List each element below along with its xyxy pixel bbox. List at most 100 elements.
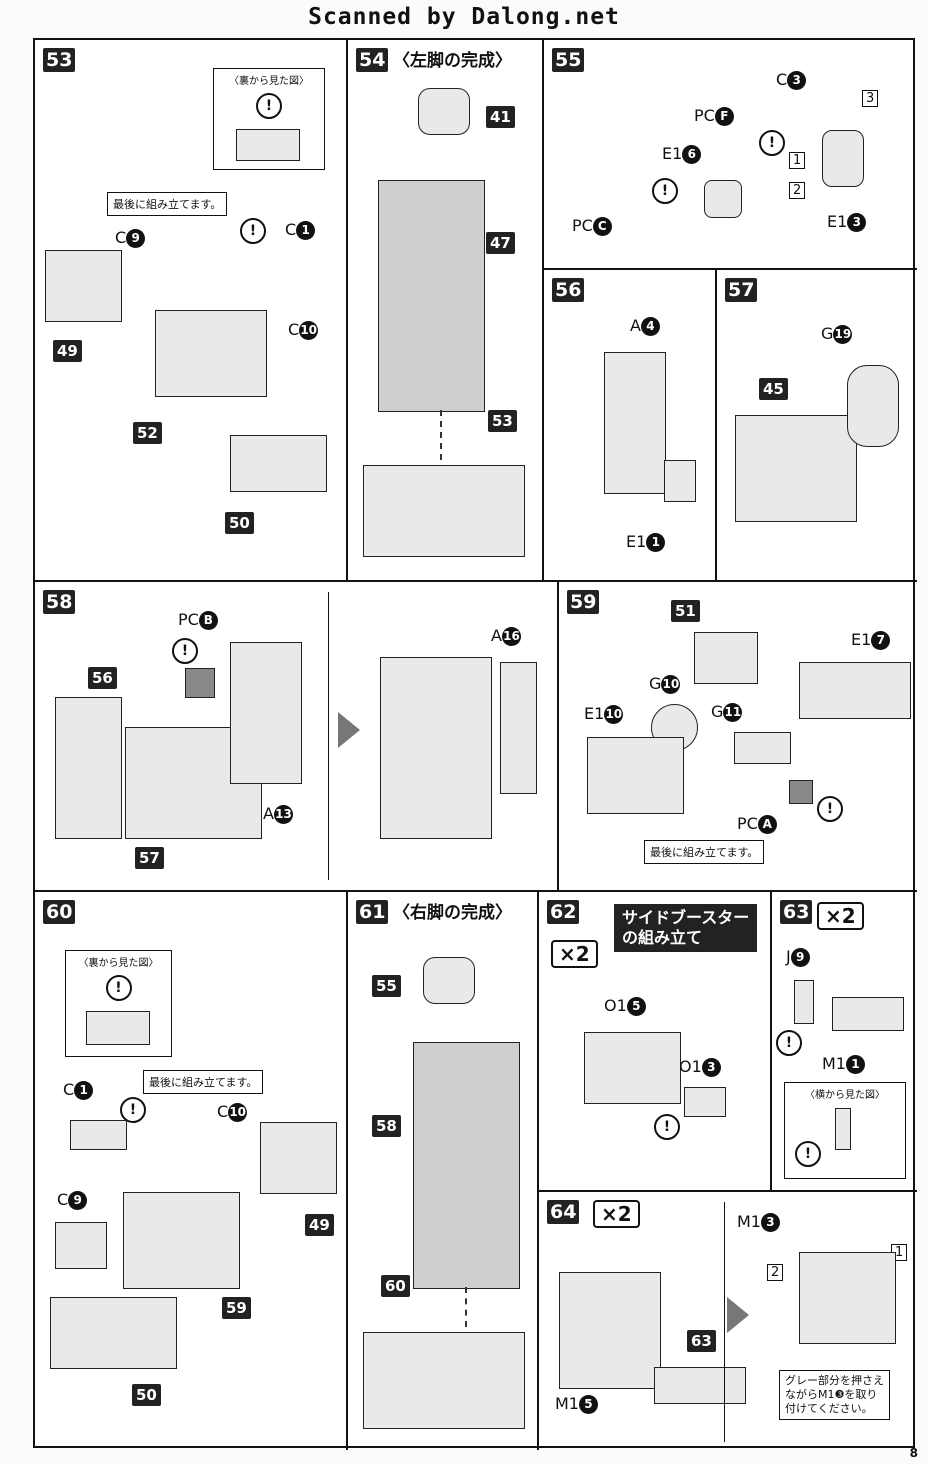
part-50: 50 [132, 1384, 161, 1406]
step-number: 55 [552, 48, 585, 72]
warning-icon: ! [172, 638, 198, 664]
label-a13: A13 [263, 804, 293, 824]
part-59: 59 [222, 1297, 251, 1319]
part-illustration [832, 997, 904, 1031]
step-number: 64 [547, 1200, 580, 1224]
part-illustration [70, 1120, 127, 1150]
part-illustration [500, 662, 537, 794]
warning-icon: ! [240, 218, 266, 244]
divider [328, 592, 329, 880]
view-label: 〈横から見た図〉 [805, 1090, 885, 1101]
step-61-panel: 61 〈右脚の完成〉 55 58 60 [348, 892, 539, 1450]
part-illustration [423, 957, 475, 1004]
part-illustration [230, 642, 302, 784]
part-illustration [584, 1032, 681, 1104]
order-marker-2: 2 [789, 182, 806, 199]
rear-view-box: 〈裏から見た図〉 ! [65, 950, 172, 1057]
warning-icon: ! [795, 1141, 821, 1167]
part-illustration [418, 88, 470, 135]
rear-view-box: 〈裏から見た図〉 ! [213, 68, 325, 170]
part-49: 49 [305, 1214, 334, 1236]
warning-icon: ! [654, 1114, 680, 1140]
part-illustration [587, 737, 684, 814]
part-illustration [260, 1122, 337, 1194]
assembly-note: グレー部分を押さえ ながらM1❸を取り 付けてください。 [779, 1370, 890, 1420]
part-illustration [86, 1011, 150, 1045]
step-number: 58 [43, 590, 76, 614]
step-number: 53 [43, 48, 76, 72]
label-e110: E110 [584, 704, 624, 724]
assembly-note: 最後に組み立てます。 [143, 1070, 264, 1094]
result-arrow-icon [727, 1297, 749, 1333]
assembly-note: 最後に組み立てます。 [644, 840, 765, 864]
step-number: 57 [725, 278, 758, 302]
quantity-badge: ×2 [551, 940, 598, 968]
part-53: 53 [488, 410, 517, 432]
part-57: 57 [135, 847, 164, 869]
part-illustration [664, 460, 696, 502]
part-illustration [155, 310, 267, 397]
divider [724, 1202, 725, 1442]
label-a16: A16 [491, 626, 521, 646]
part-illustration [236, 129, 300, 161]
part-illustration [380, 657, 492, 839]
section-banner: サイドブースター の組み立て [614, 904, 758, 952]
part-illustration [694, 632, 758, 684]
label-g11: G11 [711, 702, 743, 722]
part-illustration [684, 1087, 726, 1117]
scanner-credit: Scanned by Dalong.net [308, 4, 620, 30]
part-63: 63 [687, 1330, 716, 1352]
warning-icon: ! [105, 975, 132, 1001]
part-56: 56 [88, 667, 117, 689]
step-number: 56 [552, 278, 585, 302]
part-illustration [704, 180, 742, 218]
part-illustration [654, 1367, 746, 1404]
order-marker-1: 1 [789, 152, 806, 169]
part-illustration [55, 697, 122, 839]
part-illustration [799, 662, 911, 719]
step-number: 59 [567, 590, 600, 614]
assembly-line [465, 1287, 467, 1327]
step-number: 61 [356, 900, 389, 924]
quantity-badge: ×2 [593, 1200, 640, 1228]
part-illustration [789, 780, 813, 804]
step-57-panel: 57 G19 45 [717, 270, 917, 582]
warning-icon: ! [120, 1097, 146, 1123]
order-marker-2: 2 [767, 1264, 784, 1281]
part-41: 41 [486, 106, 515, 128]
assembly-line [440, 410, 442, 460]
part-illustration [363, 465, 525, 557]
part-illustration [378, 180, 485, 412]
view-label: 〈裏から見た図〉 [78, 958, 159, 969]
part-illustration [123, 1192, 240, 1289]
warning-icon: ! [776, 1030, 802, 1056]
part-illustration [45, 250, 122, 322]
warning-icon: ! [817, 796, 843, 822]
warning-icon: ! [652, 178, 678, 204]
step-54-panel: 54 〈左脚の完成〉 41 47 53 [348, 40, 544, 582]
part-illustration [55, 1222, 107, 1269]
part-illustration [604, 352, 666, 494]
view-label: 〈裏から見た図〉 [229, 76, 309, 87]
